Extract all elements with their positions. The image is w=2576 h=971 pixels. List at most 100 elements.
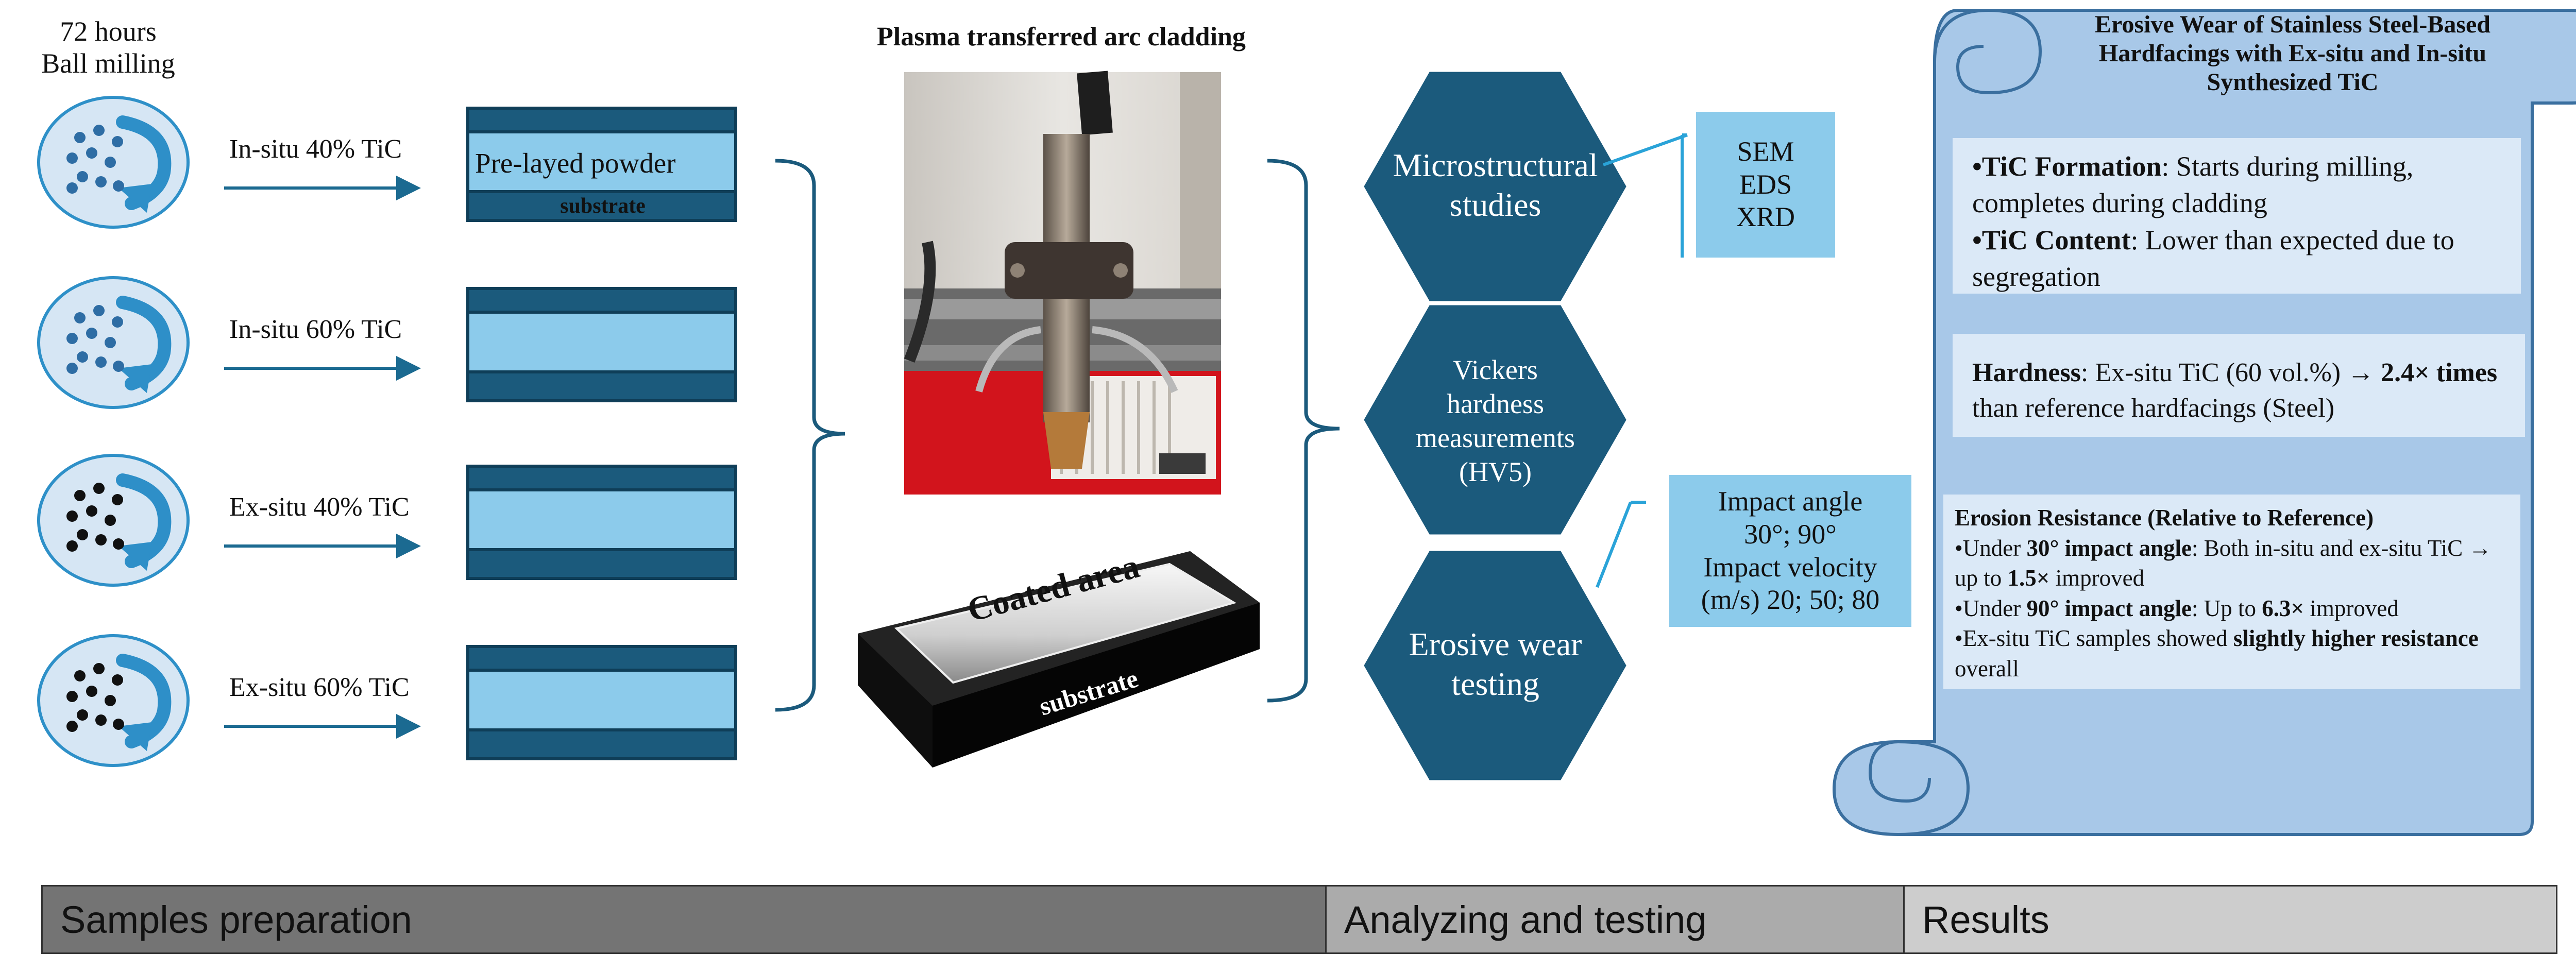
powder-particle	[93, 483, 105, 494]
powder-particle	[105, 695, 116, 706]
e2-pre: •Under	[1955, 595, 2027, 621]
powder-particle	[66, 691, 78, 702]
powder-particle	[74, 670, 86, 682]
layer-substrate-label: substrate	[560, 194, 646, 218]
cladding-brace	[1267, 159, 1340, 703]
powder-particle	[66, 540, 78, 552]
powder-particle	[105, 515, 116, 526]
powder-particle	[74, 312, 86, 323]
powder-particle	[93, 305, 105, 316]
method-eds: EDS	[1739, 168, 1792, 200]
ball-milling-label: 72 hours Ball milling	[21, 15, 196, 79]
hardness-text1: : Ex-situ TiC (60 vol.%) →	[2080, 358, 2381, 387]
powder-particle	[93, 125, 105, 136]
layered-sample	[466, 107, 737, 222]
powder-particle	[86, 686, 97, 697]
sample-label: Ex-situ 40% TiC	[229, 492, 410, 522]
erosion-item-30: •Under 30° impact angle: Both in-situ an…	[1955, 533, 2509, 593]
hex-erosive-line1: Erosive wear	[1409, 626, 1582, 663]
ball-milling-jar	[37, 634, 190, 767]
microstructure-connector	[1602, 133, 1688, 258]
powder-particle	[105, 157, 116, 168]
sample-label: Ex-situ 60% TiC	[229, 673, 410, 702]
ball-milling-line1: 72 hours	[60, 16, 157, 47]
ball-milling-line2: Ball milling	[41, 48, 175, 79]
scroll-title-line1: Erosive Wear of Stainless Steel-Based	[2095, 11, 2490, 38]
methods-box: SEM EDS XRD	[1696, 112, 1835, 258]
hardness-bold2: 2.4× times	[2381, 358, 2498, 387]
powder-particle	[66, 721, 78, 732]
samples-brace	[775, 159, 845, 712]
powder-particle	[113, 180, 124, 192]
erosion-item-90: •Under 90° impact angle: Up to 6.3× impr…	[1955, 593, 2509, 624]
hex-vickers-line1: Vickers	[1453, 354, 1538, 386]
tic-formation-text: : Starts during milling, completes durin…	[1972, 151, 2414, 219]
powder-particle	[113, 538, 124, 550]
hex-microstructural	[1361, 69, 1630, 304]
sample-label: In-situ 60% TiC	[229, 315, 402, 344]
ball-milling-jar	[37, 276, 190, 409]
hardness-text2: than reference hardfacings (Steel)	[1972, 393, 2335, 423]
sample-label: In-situ 40% TiC	[229, 134, 402, 164]
layered-sample	[466, 287, 737, 402]
result-tic-content: •TiC Content: Lower than expected due to…	[1972, 222, 2501, 296]
powder-particle	[95, 356, 107, 368]
powder-particle	[112, 674, 123, 686]
e2-mid: : Up to	[2191, 595, 2262, 621]
erosion-title: Erosion Resistance (Relative to Referenc…	[1955, 505, 2374, 531]
powder-particle	[95, 714, 107, 726]
e2-bold2: 6.3×	[2262, 595, 2304, 621]
powder-particle	[93, 663, 105, 674]
e3-bold: slightly higher resistance	[2233, 625, 2479, 651]
hex-microstructural-line1: Microstructural	[1393, 147, 1598, 184]
pta-cladding-photo	[904, 71, 1221, 495]
powder-particle	[112, 494, 123, 505]
e1-bold2: 1.5×	[2007, 565, 2050, 591]
coated-sample-block	[858, 551, 1260, 768]
impact-angle-label: Impact angle	[1718, 486, 1863, 517]
hex-vickers-line2: hardness	[1447, 388, 1544, 420]
layered-sample	[466, 465, 737, 580]
powder-particle	[86, 328, 97, 339]
result-tic-formation: •TiC Formation: Starts during milling, c…	[1972, 148, 2501, 222]
e2-post: improved	[2304, 595, 2399, 621]
powder-particle	[66, 333, 78, 344]
scroll-title: Erosive Wear of Stainless Steel-Based Ha…	[2035, 10, 2550, 97]
stage-results: Results	[1903, 885, 2557, 954]
powder-particle	[113, 361, 124, 372]
e2-bold: 90° impact angle	[2026, 595, 2192, 621]
powder-particle	[105, 337, 116, 348]
erosion-connector	[1596, 501, 1646, 588]
impact-box: Impact angle 30°; 90° Impact velocity (m…	[1669, 475, 1911, 627]
tic-formation-bold: •TiC Formation	[1972, 151, 2162, 182]
hardness-bold: Hardness	[1972, 358, 2081, 387]
impact-angle-values: 30°; 90°	[1744, 518, 1837, 550]
powder-particle	[66, 363, 78, 374]
method-sem: SEM	[1737, 135, 1794, 167]
hex-erosive-line2: testing	[1451, 666, 1539, 702]
powder-particle	[66, 510, 78, 522]
scroll-title-line2: Hardfacings with Ex-situ and In-situ	[2098, 40, 2487, 67]
ball-milling-jar	[37, 96, 190, 229]
hex-microstructural-line2: studies	[1449, 186, 1541, 223]
method-xrd: XRD	[1736, 201, 1795, 233]
e1-post: improved	[2049, 565, 2145, 591]
stage-analyzing-testing: Analyzing and testing	[1325, 885, 1905, 954]
hex-vickers-line4: (HV5)	[1459, 456, 1532, 487]
powder-particle	[77, 529, 88, 540]
hex-erosive	[1361, 548, 1630, 783]
result-hardness-box: Hardness: Ex-situ TiC (60 vol.%) → 2.4× …	[1953, 334, 2525, 437]
result-erosion-box: Erosion Resistance (Relative to Referenc…	[1943, 495, 2520, 689]
layered-sample	[466, 645, 737, 760]
hex-erosive-text: Erosive wear testing	[1363, 613, 1628, 716]
result-tic-box: •TiC Formation: Starts during milling, c…	[1953, 138, 2521, 294]
e1-pre: •Under	[1955, 535, 2027, 561]
e3-pre: •Ex-situ TiC samples showed	[1955, 625, 2233, 651]
impact-velocity-label: Impact velocity	[1703, 551, 1877, 583]
powder-particle	[77, 171, 88, 182]
pta-cladding-title: Plasma transferred arc cladding	[877, 22, 1246, 52]
e1-bold: 30° impact angle	[2026, 535, 2192, 561]
powder-particle	[95, 534, 107, 546]
powder-particle	[66, 152, 78, 164]
tic-content-bold: •TiC Content	[1972, 224, 2131, 255]
